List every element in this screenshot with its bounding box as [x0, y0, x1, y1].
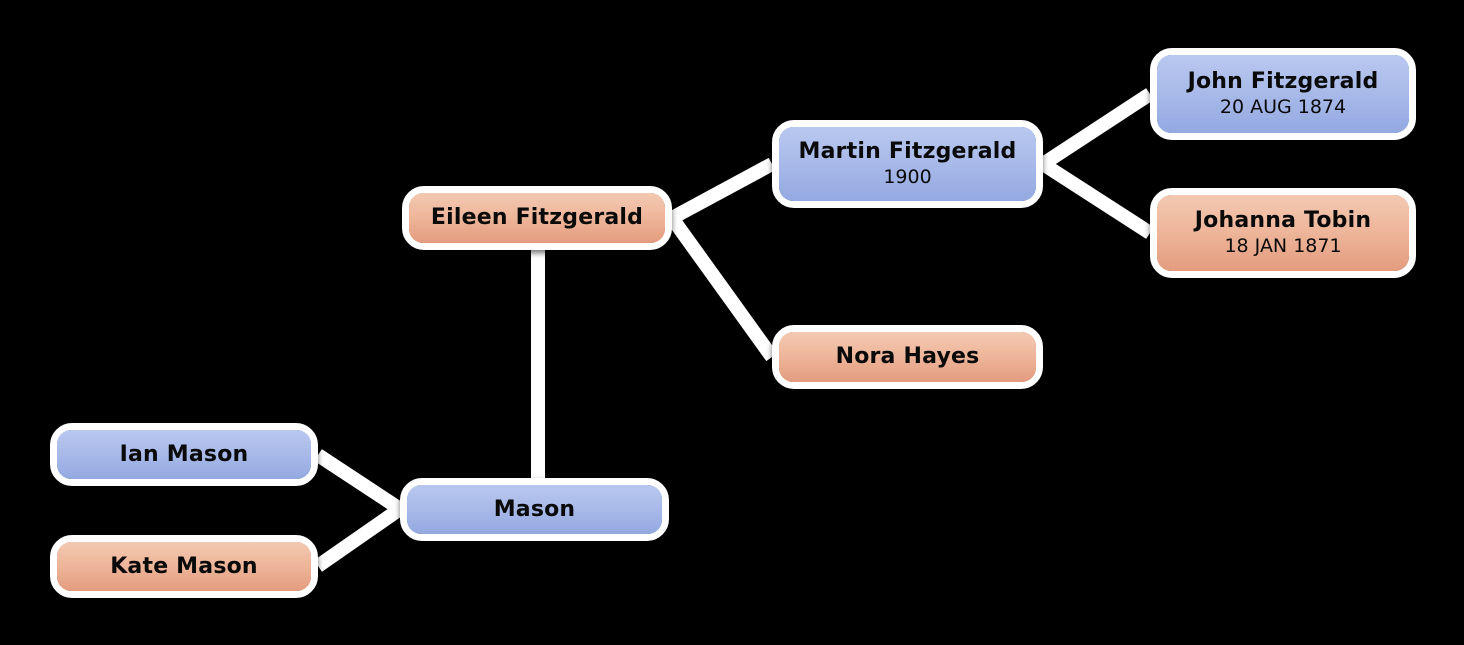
- person-node-ian-mason[interactable]: Ian Mason: [50, 423, 318, 486]
- connector-martin-to-johanna: [1039, 158, 1154, 239]
- person-node-body: Eileen Fitzgerald: [409, 193, 665, 243]
- person-node-body: Ian Mason: [57, 430, 311, 479]
- person-node-mason[interactable]: Mason: [400, 478, 669, 541]
- person-node-eileen-fitzgerald[interactable]: Eileen Fitzgerald: [402, 186, 672, 250]
- person-name: Eileen Fitzgerald: [430, 205, 644, 230]
- person-name: Nora Hayes: [835, 344, 980, 369]
- connector-ian-to-mason: [314, 449, 404, 515]
- connector-eileen-to-martin: [668, 157, 776, 225]
- person-date: 20 AUG 1874: [1219, 96, 1347, 118]
- person-node-nora-hayes[interactable]: Nora Hayes: [772, 325, 1043, 389]
- person-node-body: Mason: [407, 485, 662, 534]
- person-node-kate-mason[interactable]: Kate Mason: [50, 535, 318, 598]
- person-node-body: Kate Mason: [57, 542, 311, 591]
- connector-eileen-to-nora: [666, 213, 778, 362]
- connector-martin-to-john: [1039, 88, 1154, 170]
- person-node-body: Nora Hayes: [779, 332, 1036, 382]
- person-date: 18 JAN 1871: [1224, 235, 1342, 257]
- person-name: Mason: [493, 496, 576, 522]
- person-name: Martin Fitzgerald: [798, 139, 1017, 164]
- person-name: Ian Mason: [119, 441, 249, 467]
- person-name: Johanna Tobin: [1194, 208, 1372, 233]
- person-name: Kate Mason: [110, 553, 258, 579]
- connector-kate-to-mason: [314, 503, 404, 572]
- person-date: 1900: [883, 166, 932, 188]
- person-name: John Fitzgerald: [1187, 69, 1379, 94]
